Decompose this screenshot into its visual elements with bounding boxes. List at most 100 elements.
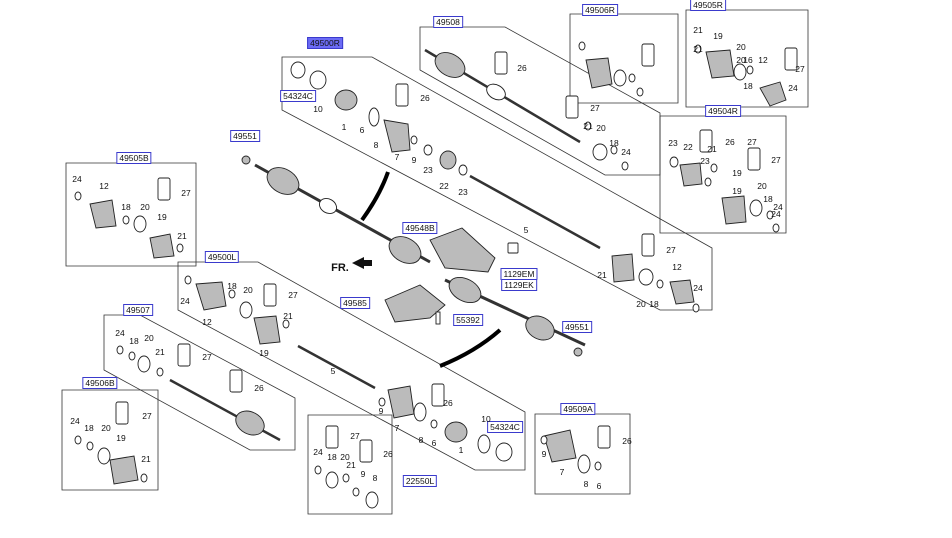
- part-number: 21: [155, 347, 165, 357]
- leader-upper: [360, 171, 390, 222]
- leader-lower: [439, 328, 502, 368]
- part-number: 24: [693, 283, 703, 293]
- bracket-49548B: [429, 227, 496, 273]
- ref-49548B[interactable]: 49548B: [402, 222, 438, 234]
- part-number: 1: [341, 122, 347, 132]
- ref-49504R[interactable]: 49504R: [705, 105, 741, 117]
- part-number: 19: [116, 433, 126, 443]
- part-number: 12: [99, 181, 109, 191]
- ref-49505R[interactable]: 49505R: [690, 0, 726, 11]
- part-number: 27: [771, 155, 781, 165]
- part-number: 5: [330, 366, 336, 376]
- part-number: 8: [373, 140, 379, 150]
- part-number: 24: [788, 83, 798, 93]
- part-number: 26: [420, 93, 430, 103]
- part-number: 24: [72, 174, 82, 184]
- part-number: 6: [596, 481, 602, 491]
- part-number: 7: [559, 467, 565, 477]
- part-number: 7: [394, 423, 400, 433]
- shaft-49508: [424, 48, 581, 144]
- part-number: 26: [383, 449, 393, 459]
- ref-49585[interactable]: 49585: [340, 297, 370, 309]
- ref-54324C-upper[interactable]: 54324C: [280, 90, 316, 102]
- shaft-5-upper: [469, 174, 601, 250]
- part-number: 5: [523, 225, 529, 235]
- part-number: 20: [243, 285, 253, 295]
- ref-49507[interactable]: 49507: [123, 304, 153, 316]
- part-number: 24: [70, 416, 80, 426]
- part-number: 18: [649, 299, 659, 309]
- part-number: 19: [732, 186, 742, 196]
- part-number: 23: [423, 165, 433, 175]
- part-number: 23: [668, 138, 678, 148]
- part-number: 27: [142, 411, 152, 421]
- panel-49505B: [65, 162, 197, 267]
- shaft-49507: [169, 378, 281, 442]
- ref-49506R[interactable]: 49506R: [582, 4, 618, 16]
- part-number: 12: [672, 262, 682, 272]
- part-number: 21: [707, 144, 717, 154]
- part-number: 27: [181, 188, 191, 198]
- ref-49505B[interactable]: 49505B: [116, 152, 152, 164]
- part-number: 18: [763, 194, 773, 204]
- part-number: 18: [121, 202, 131, 212]
- ref-49509A[interactable]: 49509A: [560, 403, 596, 415]
- part-number: 19: [732, 168, 742, 178]
- part-number: 19: [259, 348, 269, 358]
- bracket-49585: [384, 284, 446, 323]
- ref-1129EK[interactable]: 1129EK: [501, 279, 537, 291]
- part-number: 26: [254, 383, 264, 393]
- right-driveshaft: [241, 155, 431, 264]
- panel-49506B: [61, 389, 159, 491]
- part-number: 27: [590, 103, 600, 113]
- panel-outlines: [61, 9, 809, 515]
- part-number: 16: [743, 55, 753, 65]
- ref-22550L[interactable]: 22550L: [402, 475, 438, 487]
- ref-49500L[interactable]: 49500L: [204, 251, 240, 263]
- ref-49500R[interactable]: 49500R: [307, 37, 343, 49]
- part-number: 20: [736, 55, 746, 65]
- ref-55392[interactable]: 55392: [453, 314, 483, 326]
- part-number: 9: [541, 449, 547, 459]
- part-number: 22: [683, 142, 693, 152]
- part-number: 9: [360, 469, 366, 479]
- ref-49508[interactable]: 49508: [433, 16, 463, 28]
- panel-49506R: [569, 13, 679, 104]
- part-number: 10: [313, 104, 323, 114]
- part-number: 24: [771, 209, 781, 219]
- part-number: 20: [636, 299, 646, 309]
- part-glyphs: [74, 41, 798, 509]
- part-number: 21: [283, 311, 293, 321]
- part-number: 23: [458, 187, 468, 197]
- ref-49551-lower[interactable]: 49551: [562, 321, 592, 333]
- ref-49551-upper[interactable]: 49551: [230, 130, 260, 142]
- part-number: 8: [372, 473, 378, 483]
- part-number: 12: [758, 55, 768, 65]
- part-number: 27: [747, 137, 757, 147]
- ref-49506B[interactable]: 49506B: [82, 377, 118, 389]
- part-number: 20: [144, 333, 154, 343]
- part-number: 20: [340, 452, 350, 462]
- part-number: 26: [443, 398, 453, 408]
- part-number: 26: [517, 63, 527, 73]
- part-number: 1: [458, 445, 464, 455]
- part-number: 20: [101, 423, 111, 433]
- part-number: 27: [288, 290, 298, 300]
- part-number: 21: [177, 231, 187, 241]
- ref-54324C-lower[interactable]: 54324C: [487, 421, 523, 433]
- part-number: 19: [713, 31, 723, 41]
- panel-49504R: [659, 115, 787, 234]
- part-number: 21: [693, 44, 703, 54]
- part-number: 24: [180, 296, 190, 306]
- part-number: 18: [743, 81, 753, 91]
- part-number: 23: [700, 156, 710, 166]
- part-number: 8: [418, 435, 424, 445]
- part-number: 26: [622, 436, 632, 446]
- panel-49500R: [281, 56, 713, 311]
- part-number: 24: [621, 147, 631, 157]
- part-number: 22: [439, 181, 449, 191]
- part-number: 27: [202, 352, 212, 362]
- part-number: 26: [725, 137, 735, 147]
- part-number: 21: [346, 460, 356, 470]
